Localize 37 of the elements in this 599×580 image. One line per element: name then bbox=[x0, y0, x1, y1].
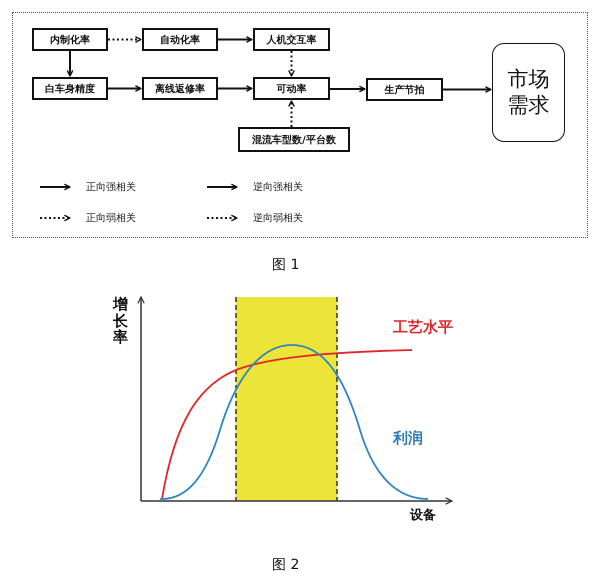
box-label: 内制化率 bbox=[50, 33, 90, 46]
arrow bbox=[108, 36, 142, 43]
process-box bbox=[142, 77, 218, 100]
box-label: 白车身精度 bbox=[45, 82, 95, 96]
legend-label: 逆向弱相关 bbox=[253, 212, 303, 225]
process-box bbox=[32, 28, 108, 51]
arrow bbox=[443, 86, 492, 93]
process-box bbox=[32, 77, 108, 100]
box-label: 市场需求 bbox=[508, 67, 550, 118]
figure-caption: 图 1 bbox=[272, 256, 300, 274]
box-label: 混流车型数/平台数 bbox=[252, 133, 336, 146]
box-label: 人机交互率 bbox=[266, 33, 316, 46]
arrow bbox=[288, 51, 295, 77]
box-label: 可动率 bbox=[276, 82, 306, 96]
rounded-box bbox=[492, 43, 565, 142]
legend-label: 正向强相关 bbox=[86, 180, 136, 194]
arrow bbox=[330, 86, 366, 92]
legend-label: 正向弱相关 bbox=[86, 212, 136, 225]
arrow bbox=[108, 85, 142, 92]
process-box bbox=[253, 77, 330, 100]
axis-label: 设备 bbox=[410, 507, 436, 524]
process-box bbox=[253, 28, 330, 51]
curve-label: 利润 bbox=[393, 429, 423, 448]
arrow bbox=[288, 100, 295, 127]
process-box bbox=[142, 28, 218, 51]
legend-label: 逆向强相关 bbox=[253, 180, 303, 194]
axis-label: 增长率 bbox=[113, 296, 128, 346]
arrow bbox=[218, 85, 253, 92]
figure-caption: 图 2 bbox=[272, 556, 300, 574]
process-box bbox=[366, 78, 443, 101]
arrow bbox=[218, 36, 253, 43]
process-box bbox=[238, 127, 350, 152]
arrow bbox=[66, 51, 74, 77]
box-label: 生产节拍 bbox=[384, 84, 424, 96]
curve-label: 工艺水平 bbox=[393, 318, 453, 337]
box-label: 自动化率 bbox=[160, 33, 200, 46]
box-label: 离线返修率 bbox=[155, 82, 205, 96]
